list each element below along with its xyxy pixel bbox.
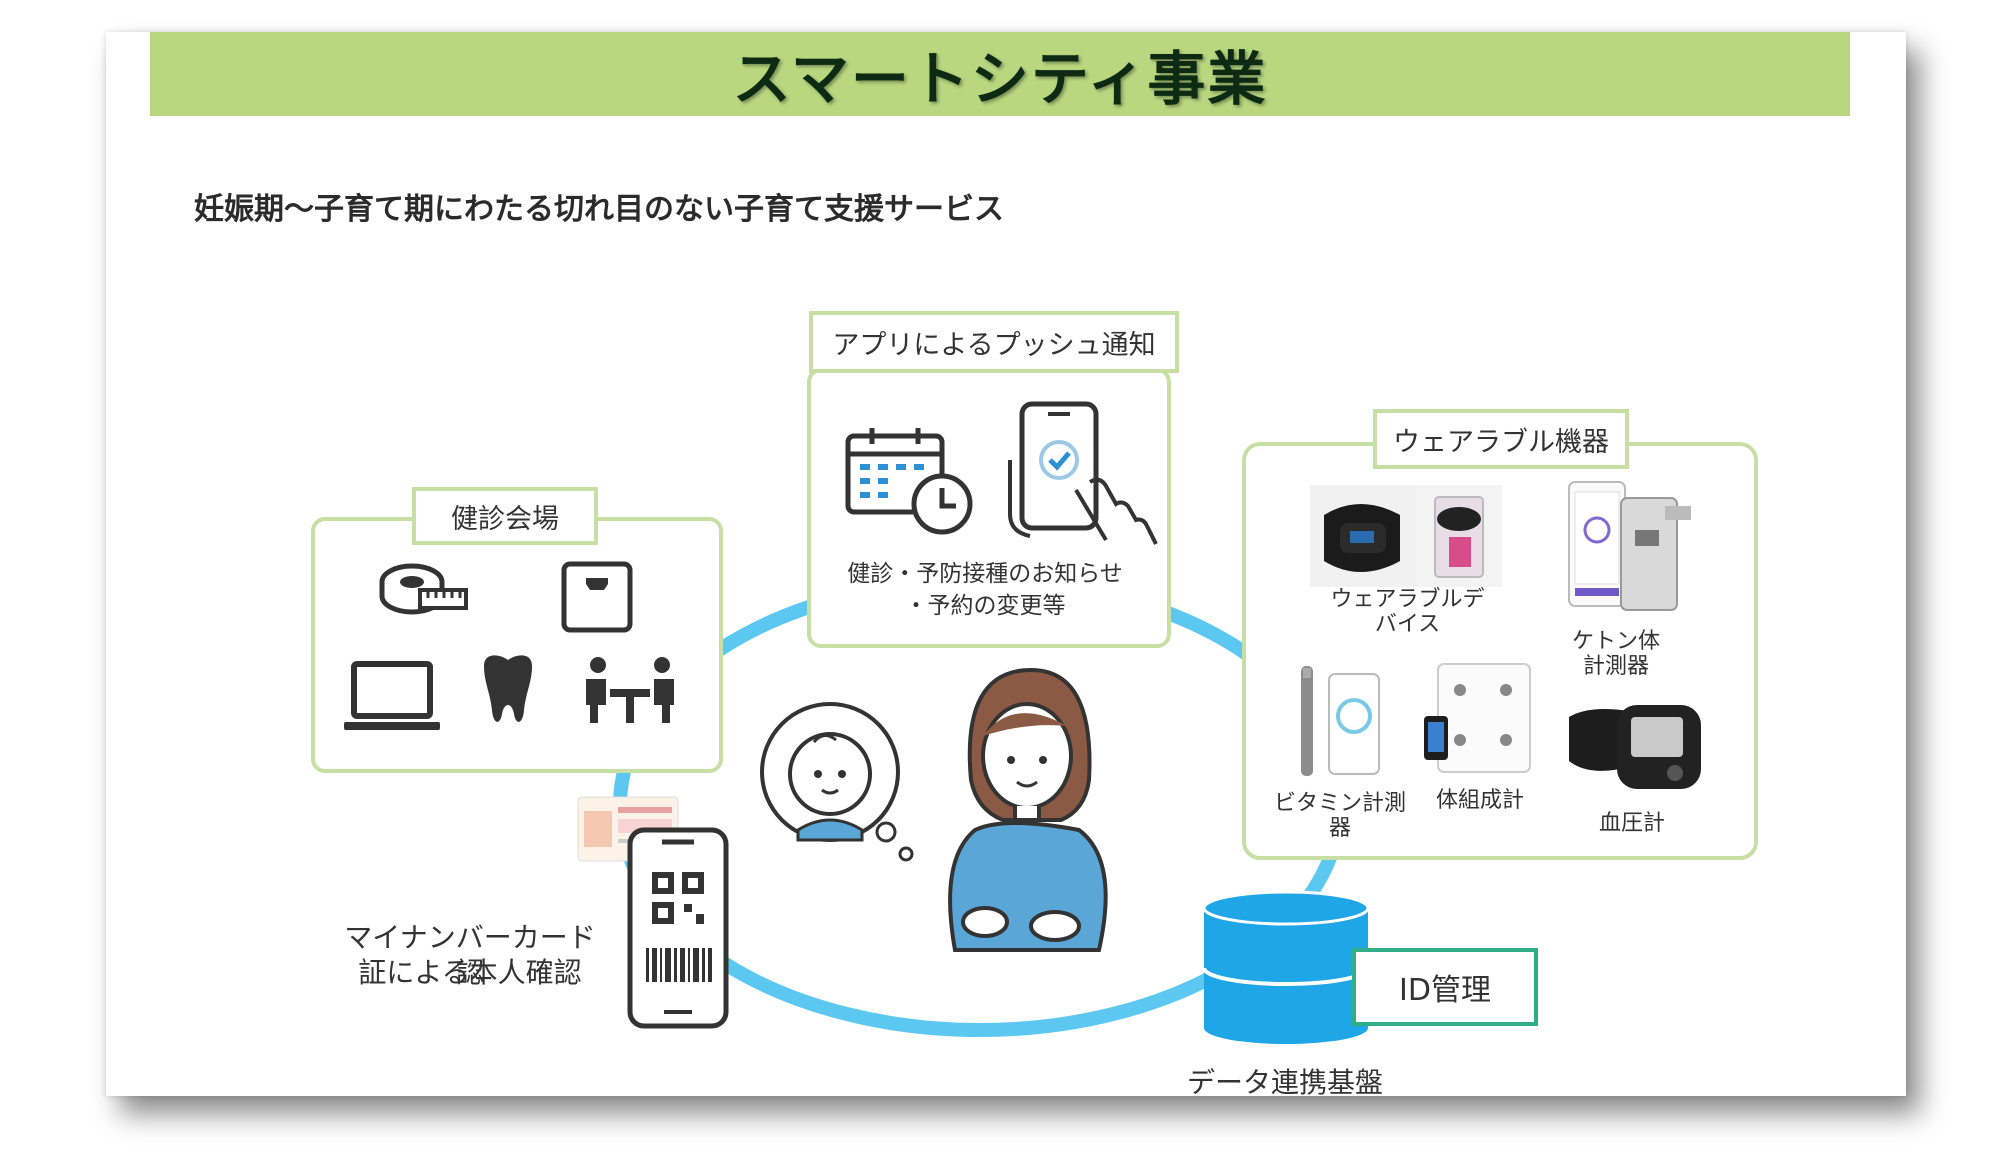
data-platform-label: データ連携基盤: [1186, 1066, 1383, 1099]
blood-pressure-monitor-image: [1569, 705, 1701, 789]
body-composition-scale-image: [1424, 663, 1531, 773]
qr-smartphone-icon: [627, 827, 729, 1029]
push-notification-line2: ・予約の変更等: [904, 593, 1066, 619]
database-icon: [1202, 890, 1370, 1044]
push-notification-line1: 健診・予防接種のお知らせ: [847, 561, 1123, 587]
smartphone-tap-icon: [1008, 401, 1158, 545]
calendar-clock-icon: [845, 428, 973, 535]
ketone-meter-text: ケトン体計測器: [1571, 629, 1660, 680]
patch-device-image: [1415, 485, 1502, 587]
ketone-meter-image: [1568, 481, 1691, 611]
blood-pressure-label: 血圧計: [1598, 811, 1665, 836]
pregnant-woman-illustration: [948, 667, 1108, 952]
push-notification-tag: アプリによるプッシュ通知: [809, 311, 1179, 373]
vitamin-meter-label: ビタミン計測器: [1273, 791, 1406, 842]
tooth-icon: [484, 655, 532, 722]
consultation-icon: [586, 657, 674, 723]
page-title: スマートシティ事業: [732, 45, 1268, 113]
ketone-meter-label: ケトン体計測器: [1546, 629, 1686, 680]
scale-icon: [561, 561, 633, 633]
title-banner: スマートシティ事業: [150, 32, 1850, 116]
subtitle: 妊娠期～子育て期にわたる切れ目のない子育て支援サービス: [194, 192, 1004, 227]
tape-measure-icon: [379, 563, 468, 615]
mynumber-label-line2: 証による本人確認: [358, 956, 582, 989]
wearable-devices-tag: ウェアラブル機器: [1373, 409, 1629, 469]
baby-thought-bubble: [760, 702, 914, 862]
body-composition-label: 体組成計: [1435, 788, 1524, 813]
checkup-venue-tag: 健診会場: [412, 487, 598, 545]
checkup-venue-box: [311, 517, 723, 773]
mynumber-label-line1: マイナンバーカード認: [344, 921, 596, 989]
vitamin-meter-image: [1301, 666, 1380, 776]
id-management-tag: ID管理: [1352, 948, 1538, 1026]
wearable-device-label: ウェアラブルデバイス: [1330, 587, 1485, 638]
wristband-device-image: [1310, 485, 1415, 587]
laptop-icon: [344, 661, 440, 730]
